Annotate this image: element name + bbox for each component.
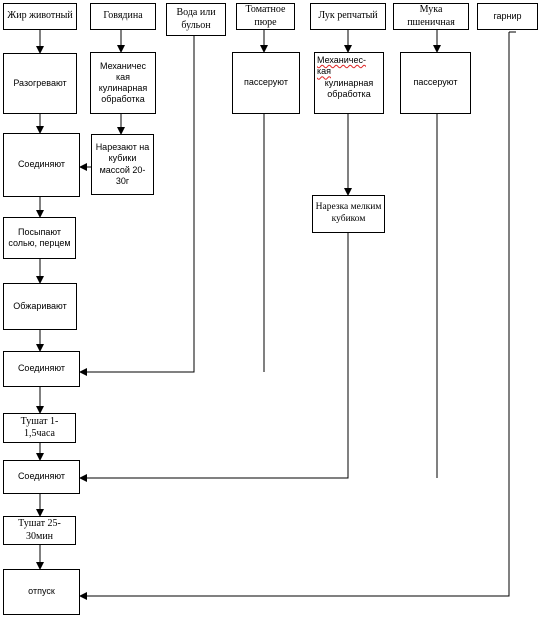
ingredient-tomato: Томатное пюре: [236, 3, 295, 30]
step-heat: Разогревают: [3, 53, 77, 114]
step-salt: Посыпают солью, перцем: [3, 217, 76, 259]
step-onion-processing: Механичес- кая кулинарная обработка: [314, 52, 384, 114]
onion-processing-line-3: кулинарная обработка: [324, 77, 374, 99]
step-beef-processing: Механичес кая кулинарная обработка: [90, 52, 156, 114]
ingredient-onion: Лук репчатый: [310, 3, 386, 30]
step-combine-2: Соединяют: [3, 351, 80, 387]
step-fry: Обжаривают: [3, 283, 77, 330]
ingredient-water: Вода или бульон: [166, 3, 226, 36]
step-combine-3: Соединяют: [3, 460, 80, 494]
ingredient-beef: Говядина: [90, 3, 156, 30]
ingredient-fat: Жир животный: [3, 3, 77, 30]
step-beef-cut: Нарезают на кубики массой 20-30г: [91, 134, 154, 195]
step-serve: отпуск: [3, 569, 80, 615]
step-stew-1: Тушат 1-1,5часа: [3, 413, 76, 443]
step-stew-2: Тушат 25-30мин: [3, 516, 76, 545]
step-combine-1: Соединяют: [3, 133, 80, 197]
onion-processing-line-2: кая: [317, 66, 332, 77]
step-flour-saute: пассеруют: [400, 52, 471, 114]
ingredient-garnish: гарнир: [477, 3, 538, 30]
step-tomato-saute: пассеруют: [232, 52, 300, 114]
onion-processing-line-1: Механичес-: [317, 55, 366, 65]
arrow-water-to-combine2: [79, 36, 195, 376]
arrow-garnish-to-serve: [79, 32, 510, 600]
arrow-onion-cut-to-combine3: [79, 233, 349, 482]
ingredient-flour: Мука пшеничная: [393, 3, 469, 30]
step-onion-cut: Нарезка мелким кубиком: [312, 195, 385, 233]
